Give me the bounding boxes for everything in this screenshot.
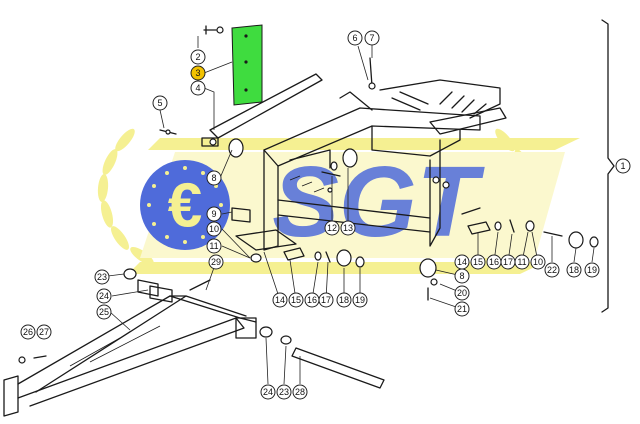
svg-text:2: 2	[195, 52, 200, 62]
callout-23-bottom: 23	[276, 384, 292, 400]
callout-7: 7	[364, 30, 380, 46]
callout-13: 13	[340, 220, 356, 236]
upper-rail	[201, 73, 323, 147]
callout-8-upper: 8	[206, 170, 222, 186]
callout-15-right: 15	[470, 254, 486, 270]
watermark-logo: € SGT	[97, 128, 580, 274]
bracket-callout: 1	[615, 158, 631, 174]
svg-text:11: 11	[517, 257, 526, 267]
right-bracket	[601, 19, 615, 313]
svg-text:5: 5	[157, 98, 162, 108]
callout-29: 29	[208, 254, 224, 270]
svg-text:14: 14	[275, 295, 285, 305]
callout-27: 27	[36, 324, 52, 340]
callout-3: 3	[190, 65, 206, 81]
callout-16-left: 16	[304, 292, 320, 308]
callout-15-left: 15	[288, 292, 304, 308]
svg-text:9: 9	[211, 209, 216, 219]
svg-text:3: 3	[195, 68, 200, 78]
main-frame	[263, 79, 507, 251]
svg-text:19: 19	[587, 265, 597, 275]
callout-25: 25	[96, 304, 112, 320]
svg-text:28: 28	[295, 387, 305, 397]
watermark-euro-sign: €	[168, 172, 202, 241]
callout-16-right: 16	[486, 254, 502, 270]
callout-5: 5	[152, 95, 168, 111]
callout-28: 28	[292, 384, 308, 400]
highlighted-plate	[231, 24, 263, 106]
svg-text:22: 22	[547, 265, 557, 275]
watermark-letters: SGT	[272, 146, 485, 258]
watermark-stars	[147, 166, 223, 244]
callout-24-left: 24	[96, 288, 112, 304]
callout-20: 20	[454, 285, 470, 301]
callout-18-left: 18	[336, 292, 352, 308]
svg-text:6: 6	[352, 33, 357, 43]
svg-text:8: 8	[459, 271, 464, 281]
watermark-stripe-top	[148, 138, 580, 150]
svg-text:10: 10	[209, 224, 219, 234]
callout-11-left: 11	[206, 238, 222, 254]
callout-9: 9	[206, 206, 222, 222]
callout-14-right: 14	[454, 254, 470, 270]
callout-6: 6	[347, 30, 363, 46]
svg-text:23: 23	[97, 272, 107, 282]
svg-text:24: 24	[99, 291, 109, 301]
svg-text:26: 26	[23, 327, 33, 337]
lower-a-frame	[3, 295, 257, 417]
svg-text:15: 15	[473, 257, 483, 267]
svg-text:14: 14	[457, 257, 467, 267]
callout-17-left: 17	[318, 292, 334, 308]
callout-22: 22	[544, 262, 560, 278]
svg-text:13: 13	[343, 223, 353, 233]
svg-text:29: 29	[211, 257, 221, 267]
svg-text:10: 10	[533, 257, 543, 267]
svg-text:16: 16	[489, 257, 499, 267]
svg-text:11: 11	[209, 241, 218, 251]
callout-24-bottom: 24	[260, 384, 276, 400]
svg-text:19: 19	[355, 295, 365, 305]
callout-19-left: 19	[352, 292, 368, 308]
svg-text:20: 20	[457, 288, 467, 298]
svg-text:16: 16	[307, 295, 317, 305]
svg-text:24: 24	[263, 387, 273, 397]
leader-lines	[107, 36, 595, 385]
svg-text:1: 1	[620, 161, 625, 171]
callout-18-right: 18	[566, 262, 582, 278]
svg-text:18: 18	[339, 295, 349, 305]
callout-10-left: 10	[206, 221, 222, 237]
hardware-parts	[18, 25, 599, 389]
svg-text:17: 17	[503, 257, 513, 267]
plate-holes	[244, 34, 248, 92]
svg-text:8: 8	[211, 173, 216, 183]
callout-4: 4	[190, 80, 206, 96]
callout-19-right: 19	[584, 262, 600, 278]
svg-text:21: 21	[457, 304, 467, 314]
callout-17-right: 17	[500, 254, 516, 270]
callout-2: 2	[190, 49, 206, 65]
svg-text:25: 25	[99, 307, 109, 317]
callout-23-left: 23	[94, 269, 110, 285]
svg-text:4: 4	[195, 83, 200, 93]
callout-8-lower: 8	[454, 268, 470, 284]
callout-14-left: 14	[272, 292, 288, 308]
svg-text:27: 27	[39, 327, 49, 337]
callout-21: 21	[454, 301, 470, 317]
callout-26: 26	[20, 324, 36, 340]
callout-12: 12	[324, 220, 340, 236]
svg-text:12: 12	[327, 223, 337, 233]
svg-text:23: 23	[279, 387, 289, 397]
svg-text:7: 7	[369, 33, 374, 43]
svg-text:18: 18	[569, 265, 579, 275]
callout-10-right: 10	[530, 254, 546, 270]
watermark-band	[140, 152, 565, 258]
callout-11-right: 11	[514, 254, 530, 270]
svg-text:15: 15	[291, 295, 301, 305]
svg-text:17: 17	[321, 295, 331, 305]
